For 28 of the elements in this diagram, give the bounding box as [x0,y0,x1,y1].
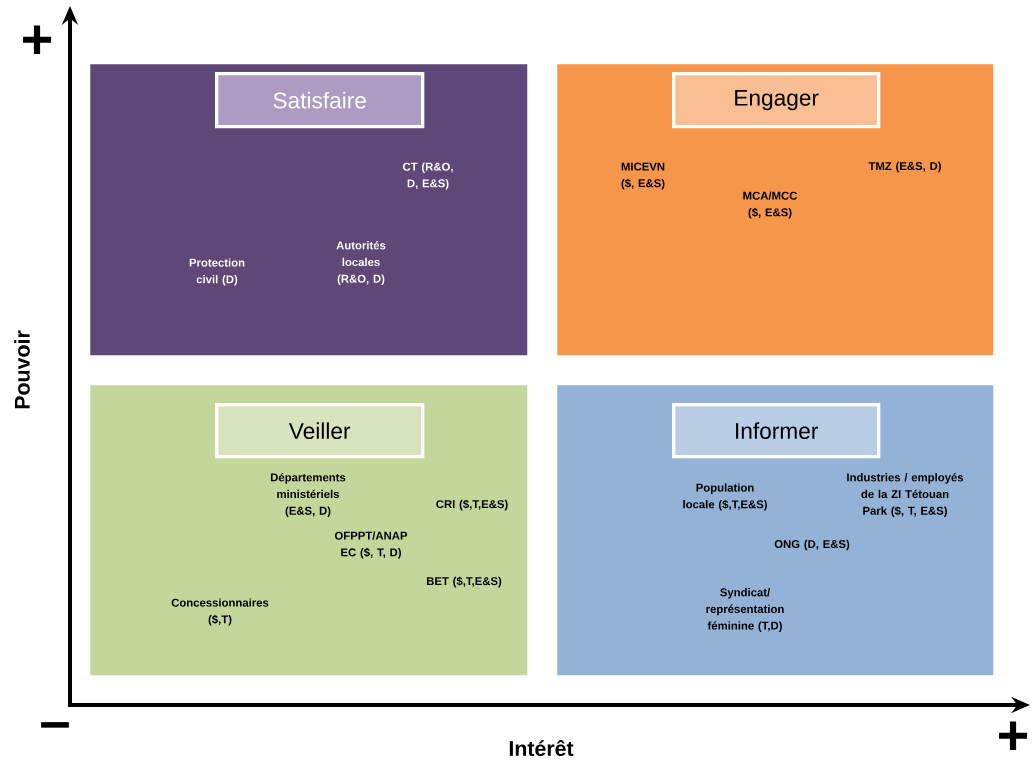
minus-sign: – [41,722,69,728]
stakeholder-label: MICEVN ($, E&S) [621,162,665,190]
stakeholder-label: Protection civil (D) [189,258,245,286]
plus-sign: + [23,25,52,54]
stakeholder-label: MCA/MCC ($, E&S) [743,191,798,219]
stakeholder-label: BET ($,T,E&S) [427,576,502,588]
heading-box: Satisfaire [215,72,425,129]
stakeholder-label: ONG (D, E&S) [774,539,850,551]
stakeholder-label: OFPPT/ANAP EC ($, T, D) [334,531,408,559]
quadrant-panel [557,385,994,676]
axis-label: Pouvoir [14,330,30,409]
quadrant-panel [90,385,528,676]
stakeholder-label: CT (R&O, D, E&S) [402,162,453,190]
stakeholder-label: Industries / employés de la ZI Tétouan Park ($, T, E&S) [847,473,964,517]
quadrant-panel [90,64,528,356]
axis-label: Intérêt [509,739,574,757]
stakeholder-label: Population locale ($,T,E&S) [683,483,767,511]
stakeholder-label: Syndicat/ représentation féminine (T,D) [706,588,784,632]
stakeholder-label: Départements ministériels (E&S, D) [270,473,346,517]
heading-box: Veiller [215,403,425,459]
heading-box: Engager [672,72,881,129]
stakeholder-label: Autorités locales (R&O, D) [336,241,386,285]
plus-sign: + [999,721,1028,750]
stakeholder-label: Concessionnaires ($,T) [171,598,269,626]
heading-box: Informer [672,403,881,459]
stakeholder-label: CRI ($,T,E&S) [436,499,508,511]
quadrant-panel [557,64,994,356]
stakeholder-label: TMZ (E&S, D) [868,161,941,173]
